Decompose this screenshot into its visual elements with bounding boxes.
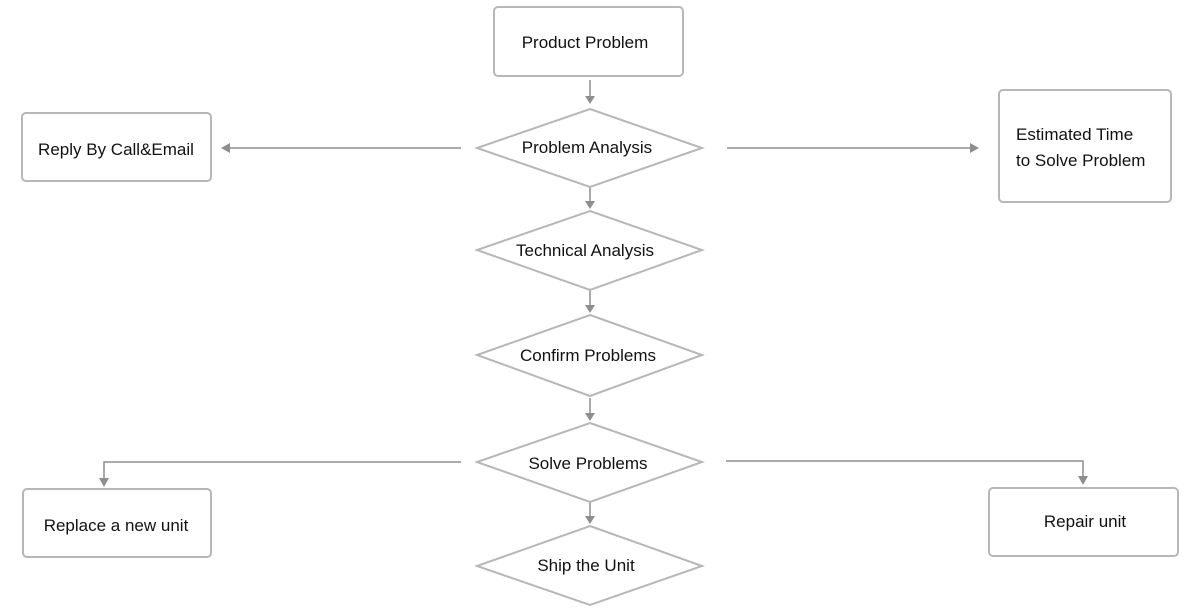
node-solve-problems-shape bbox=[473, 421, 706, 504]
node-replace-unit-shape bbox=[22, 488, 212, 558]
node-product-problem-label: Product Problem bbox=[522, 33, 649, 52]
arrowhead-confirm-to-solve bbox=[585, 413, 595, 421]
node-estimated-time-shape bbox=[998, 89, 1172, 203]
node-replace-unit: Replace a new unit bbox=[22, 488, 212, 558]
arrowhead-analysis-to-reply bbox=[221, 143, 230, 153]
connector-solve-to-replace bbox=[103, 461, 461, 478]
node-problem-analysis-shape bbox=[473, 107, 706, 189]
arrowhead-technical-to-confirm bbox=[585, 305, 595, 313]
node-confirm-problems-label: Confirm Problems bbox=[520, 346, 656, 365]
node-reply-shape bbox=[21, 112, 212, 182]
node-estimated-time-label-line1: Estimated Time bbox=[1016, 125, 1133, 144]
connectors bbox=[99, 80, 1088, 524]
node-solve-problems: Solve Problems bbox=[473, 421, 706, 504]
arrowhead-analysis-to-estimate bbox=[970, 143, 979, 153]
arrowhead-solve-to-ship bbox=[585, 516, 595, 524]
node-technical-analysis-label: Technical Analysis bbox=[516, 241, 654, 260]
node-replace-unit-label: Replace a new unit bbox=[44, 516, 189, 535]
arrowhead-analysis-to-technical bbox=[585, 201, 595, 209]
node-product-problem-shape bbox=[493, 6, 684, 77]
node-estimated-time-label-line2: to Solve Problem bbox=[1016, 151, 1145, 170]
node-repair-unit-shape bbox=[988, 487, 1179, 557]
node-ship-unit-shape bbox=[473, 524, 706, 607]
node-estimated-time: Estimated Time to Solve Problem bbox=[998, 89, 1172, 203]
node-ship-unit-label: Ship the Unit bbox=[537, 556, 635, 575]
node-technical-analysis-shape bbox=[473, 209, 706, 292]
arrowhead-solve-to-replace bbox=[99, 478, 109, 487]
node-repair-unit-label: Repair unit bbox=[1044, 512, 1126, 531]
node-solve-problems-label: Solve Problems bbox=[528, 454, 647, 473]
node-problem-analysis: Problem Analysis bbox=[473, 107, 706, 189]
arrowhead-solve-to-repair bbox=[1078, 476, 1088, 485]
node-problem-analysis-label: Problem Analysis bbox=[522, 138, 652, 157]
node-confirm-problems-shape bbox=[474, 313, 705, 398]
arrowhead-product-to-analysis bbox=[585, 96, 595, 104]
node-ship-unit: Ship the Unit bbox=[473, 524, 706, 607]
node-repair-unit: Repair unit bbox=[988, 487, 1179, 557]
connector-solve-to-repair bbox=[726, 460, 1084, 476]
node-technical-analysis: Technical Analysis bbox=[473, 209, 706, 292]
node-reply: Reply By Call&Email bbox=[21, 112, 212, 182]
node-product-problem: Product Problem bbox=[493, 6, 684, 77]
node-confirm-problems: Confirm Problems bbox=[474, 313, 705, 398]
node-reply-label: Reply By Call&Email bbox=[38, 140, 194, 159]
